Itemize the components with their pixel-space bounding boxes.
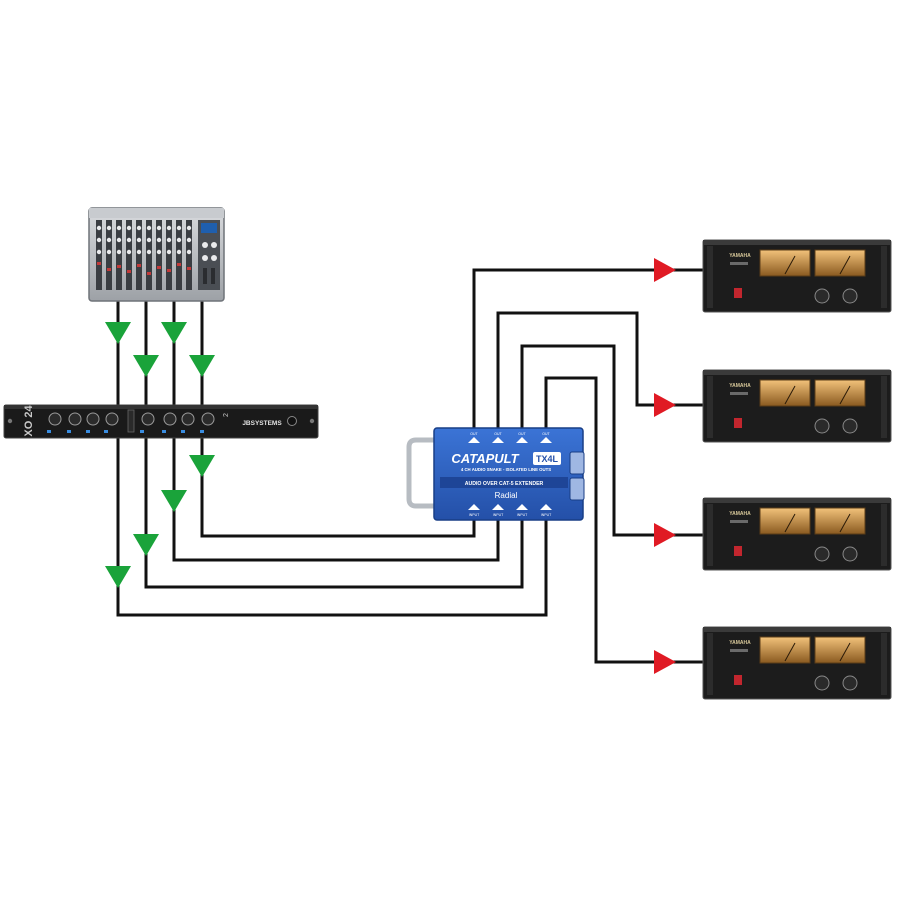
red-arrow-icon	[654, 393, 676, 417]
catapult-input-label-2: INPUT	[493, 513, 504, 517]
green-arrow-icon	[105, 566, 131, 588]
green-arrow-icon	[161, 322, 187, 344]
catapult-banner: AUDIO OVER CAT-5 EXTENDER	[465, 481, 544, 487]
amplifier-2: YAMAHA	[702, 369, 892, 443]
catapult-out-label-1: OUT	[470, 432, 478, 436]
amplifier-3: YAMAHA	[702, 497, 892, 571]
green-arrow-icon	[161, 490, 187, 512]
catapult-handle	[406, 437, 438, 509]
catapult-model: TX4L	[536, 454, 559, 464]
wire-catapult-out3	[520, 344, 660, 537]
red-arrow-icon	[654, 650, 676, 674]
green-arrow-icon	[133, 534, 159, 556]
crossover: XO 24 2 JBSYSTEMS	[3, 404, 319, 439]
green-arrow-icon	[189, 455, 215, 477]
amp-4-brand-label: YAMAHA	[729, 640, 751, 646]
amp-1-brand-label: YAMAHA	[729, 253, 751, 259]
wire-xo-out2	[172, 490, 500, 562]
wire-catapult-out2	[496, 311, 660, 430]
catapult-out-label-3: OUT	[518, 432, 526, 436]
amp-2-brand-label: YAMAHA	[729, 383, 751, 389]
red-arrow-icon	[654, 523, 676, 547]
green-arrow-icon	[105, 322, 131, 344]
wire-xo-out4	[116, 520, 548, 617]
catapult-title: CATAPULT	[451, 451, 519, 466]
amplifier-4: YAMAHA	[702, 626, 892, 700]
output-arrows	[654, 258, 676, 674]
green-arrow-icon	[133, 355, 159, 377]
mixer	[88, 207, 225, 302]
crossover-brand-label: JBSYSTEMS	[242, 420, 282, 427]
catapult-output-ports: OUT OUT OUT OUT	[468, 432, 552, 443]
catapult-input-ports: INPUT INPUT INPUT INPUT	[468, 504, 552, 517]
catapult-subtitle: 4 CH AUDIO SNAKE - ISOLATED LINE OUTS	[461, 467, 551, 472]
catapult-out-label-4: OUT	[542, 432, 550, 436]
catapult-tx4l: OUT OUT OUT OUT CATAPULT TX4L 4 CH AUDIO…	[406, 427, 585, 521]
green-arrow-icon	[189, 355, 215, 377]
catapult-out-label-2: OUT	[494, 432, 502, 436]
amp-3-brand-label: YAMAHA	[729, 511, 751, 517]
catapult-brand: Radial	[495, 491, 518, 500]
crossover-channel-2-label: 2	[223, 413, 230, 417]
red-arrow-icon	[654, 258, 676, 282]
catapult-input-label-1: INPUT	[469, 513, 480, 517]
wire-catapult-out4	[544, 376, 660, 664]
catapult-input-label-4: INPUT	[541, 513, 552, 517]
catapult-input-label-3: INPUT	[517, 513, 528, 517]
amplifier-1: YAMAHA	[702, 239, 892, 313]
crossover-power-switch	[287, 416, 297, 426]
crossover-model-label: XO 24	[23, 405, 35, 437]
wire-xo-out3	[144, 520, 524, 589]
crossover-knobs	[48, 412, 215, 426]
wire-xo-out1	[200, 455, 476, 538]
input-arrows	[105, 322, 215, 588]
mixer-channel-strips	[96, 220, 192, 290]
wire-catapult-out1	[472, 268, 660, 430]
